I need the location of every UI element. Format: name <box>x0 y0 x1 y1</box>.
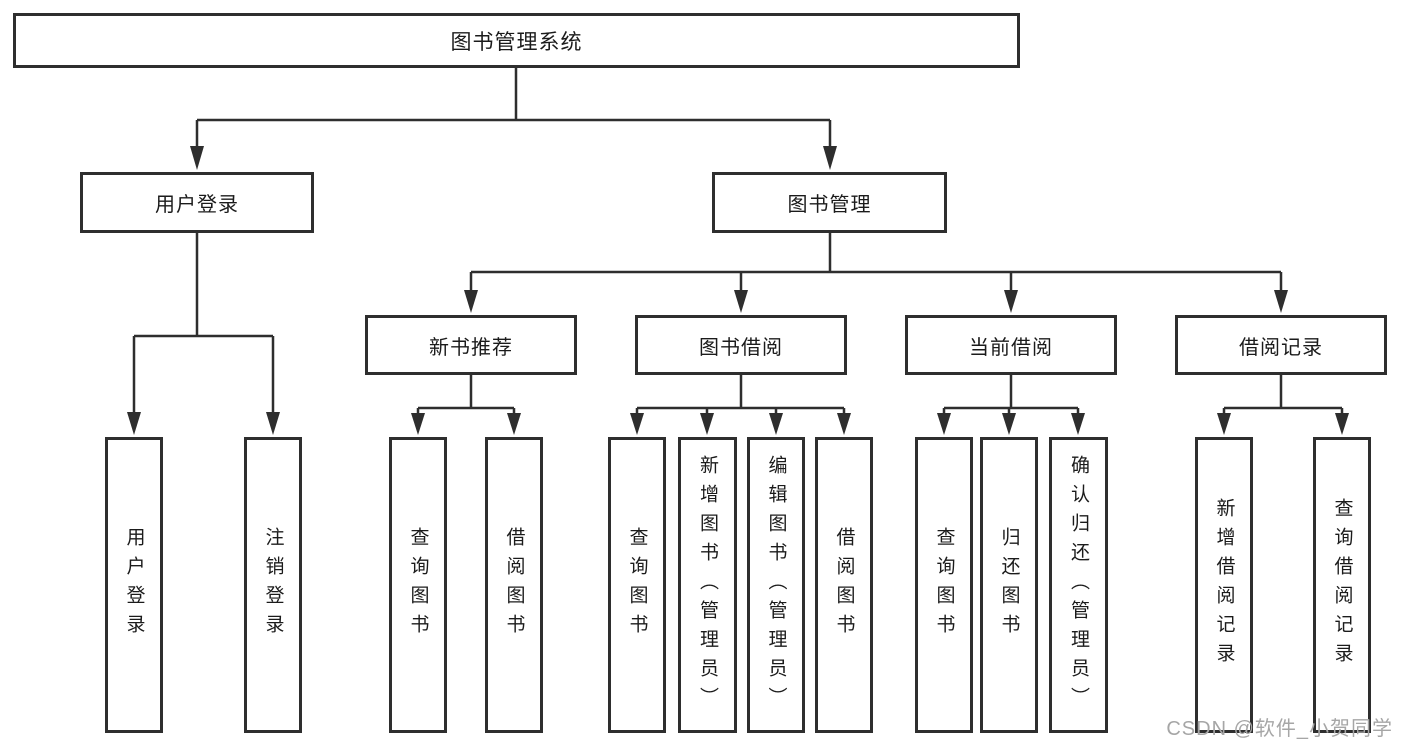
node-book-borrowing: 图书借阅 <box>635 315 847 375</box>
arrowheads-currentborrow-leaves <box>937 413 1085 435</box>
leaf-add-books-admin: 新增图书（管理员） <box>678 437 737 733</box>
leaf-borrow-books-2: 借阅图书 <box>815 437 873 733</box>
node-book-management: 图书管理 <box>712 172 947 233</box>
arrowheads-borrowrecords-leaves <box>1217 413 1349 435</box>
leaf-query-books-3: 查询图书 <box>915 437 973 733</box>
arrowheads-userlogin-leaves <box>127 412 280 435</box>
arrowheads-newbookrec-leaves <box>411 413 521 435</box>
connector-currentborrow-to-leaves <box>942 375 1080 414</box>
csdn-watermark: CSDN @软件_小贺同学 <box>1166 718 1393 740</box>
leaf-logout: 注销登录 <box>244 437 302 733</box>
leaf-confirm-return-admin: 确认归还（管理员） <box>1049 437 1108 733</box>
connector-root-to-level2 <box>195 68 832 148</box>
connector-newbookrec-to-leaves <box>416 375 516 414</box>
node-library-management-system: 图书管理系统 <box>13 13 1020 68</box>
connector-bookmgmt-to-level3 <box>469 233 1283 292</box>
leaf-return-books: 归还图书 <box>980 437 1038 733</box>
connector-userlogin-to-leaves <box>132 233 275 414</box>
arrowheads-bookborrow-leaves <box>630 413 851 435</box>
node-current-borrowing: 当前借阅 <box>905 315 1117 375</box>
node-borrowing-records: 借阅记录 <box>1175 315 1387 375</box>
leaf-query-books-2: 查询图书 <box>608 437 666 733</box>
leaf-add-borrow-record: 新增借阅记录 <box>1195 437 1253 733</box>
leaf-borrow-books-1: 借阅图书 <box>485 437 543 733</box>
node-new-book-recommendation: 新书推荐 <box>365 315 577 375</box>
leaf-query-borrow-record: 查询借阅记录 <box>1313 437 1371 733</box>
connector-borrowrecords-to-leaves <box>1222 375 1344 414</box>
connector-bookborrow-to-leaves <box>635 375 846 414</box>
arrowheads-level2 <box>190 146 837 170</box>
leaf-query-books-1: 查询图书 <box>389 437 447 733</box>
arrowheads-level3 <box>464 290 1288 313</box>
node-user-login: 用户登录 <box>80 172 314 233</box>
leaf-user-login: 用户登录 <box>105 437 163 733</box>
leaf-edit-books-admin: 编辑图书（管理员） <box>747 437 805 733</box>
